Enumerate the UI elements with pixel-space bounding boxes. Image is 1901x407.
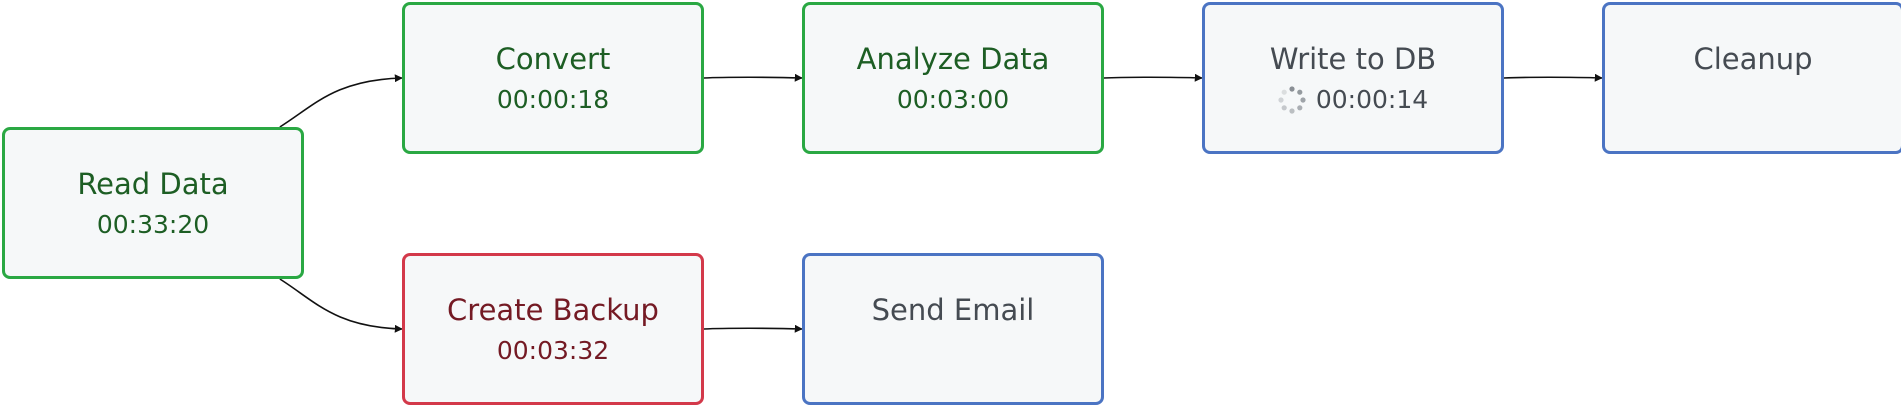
node-duration-row: 00:03:32 <box>497 335 609 367</box>
node-label: Read Data <box>77 166 229 201</box>
edge-convert-to-analyze-data <box>703 73 803 82</box>
node-duration-row: 00:00:14 <box>1278 84 1428 116</box>
edge-create-backup-to-send-email <box>703 324 803 333</box>
node-duration: 00:03:00 <box>896 84 1010 114</box>
node-duration: 00:00:18 <box>496 84 610 114</box>
edge-read-data-to-create-backup <box>279 278 403 333</box>
node-send-email[interactable]: Send Email <box>802 253 1104 405</box>
node-label: Create Backup <box>447 292 659 327</box>
node-write-to-db[interactable]: Write to DB 00:00:14 <box>1202 2 1504 154</box>
node-cleanup[interactable]: Cleanup <box>1602 2 1901 154</box>
edge-analyze-data-to-write-to-db <box>1103 73 1203 82</box>
node-convert[interactable]: Convert 00:00:18 <box>402 2 704 154</box>
node-label: Analyze Data <box>856 41 1050 76</box>
node-duration: 00:33:20 <box>96 209 210 239</box>
node-label: Write to DB <box>1269 41 1437 76</box>
node-label: Convert <box>495 41 611 76</box>
node-label: Cleanup <box>1693 41 1813 76</box>
node-duration-row: 00:03:00 <box>897 84 1009 116</box>
edge-write-to-db-to-cleanup <box>1503 73 1603 82</box>
node-duration: 00:03:32 <box>496 335 610 365</box>
spinner-icon <box>1278 85 1306 114</box>
node-create-backup[interactable]: Create Backup 00:03:32 <box>402 253 704 405</box>
node-duration-row: 00:33:20 <box>97 209 209 241</box>
edge-read-data-to-convert <box>279 74 403 128</box>
node-label: Send Email <box>871 292 1035 327</box>
node-read-data[interactable]: Read Data 00:33:20 <box>2 127 304 279</box>
node-analyze-data[interactable]: Analyze Data 00:03:00 <box>802 2 1104 154</box>
node-duration: 00:00:14 <box>1315 84 1429 114</box>
node-duration-row: 00:00:18 <box>497 84 609 116</box>
